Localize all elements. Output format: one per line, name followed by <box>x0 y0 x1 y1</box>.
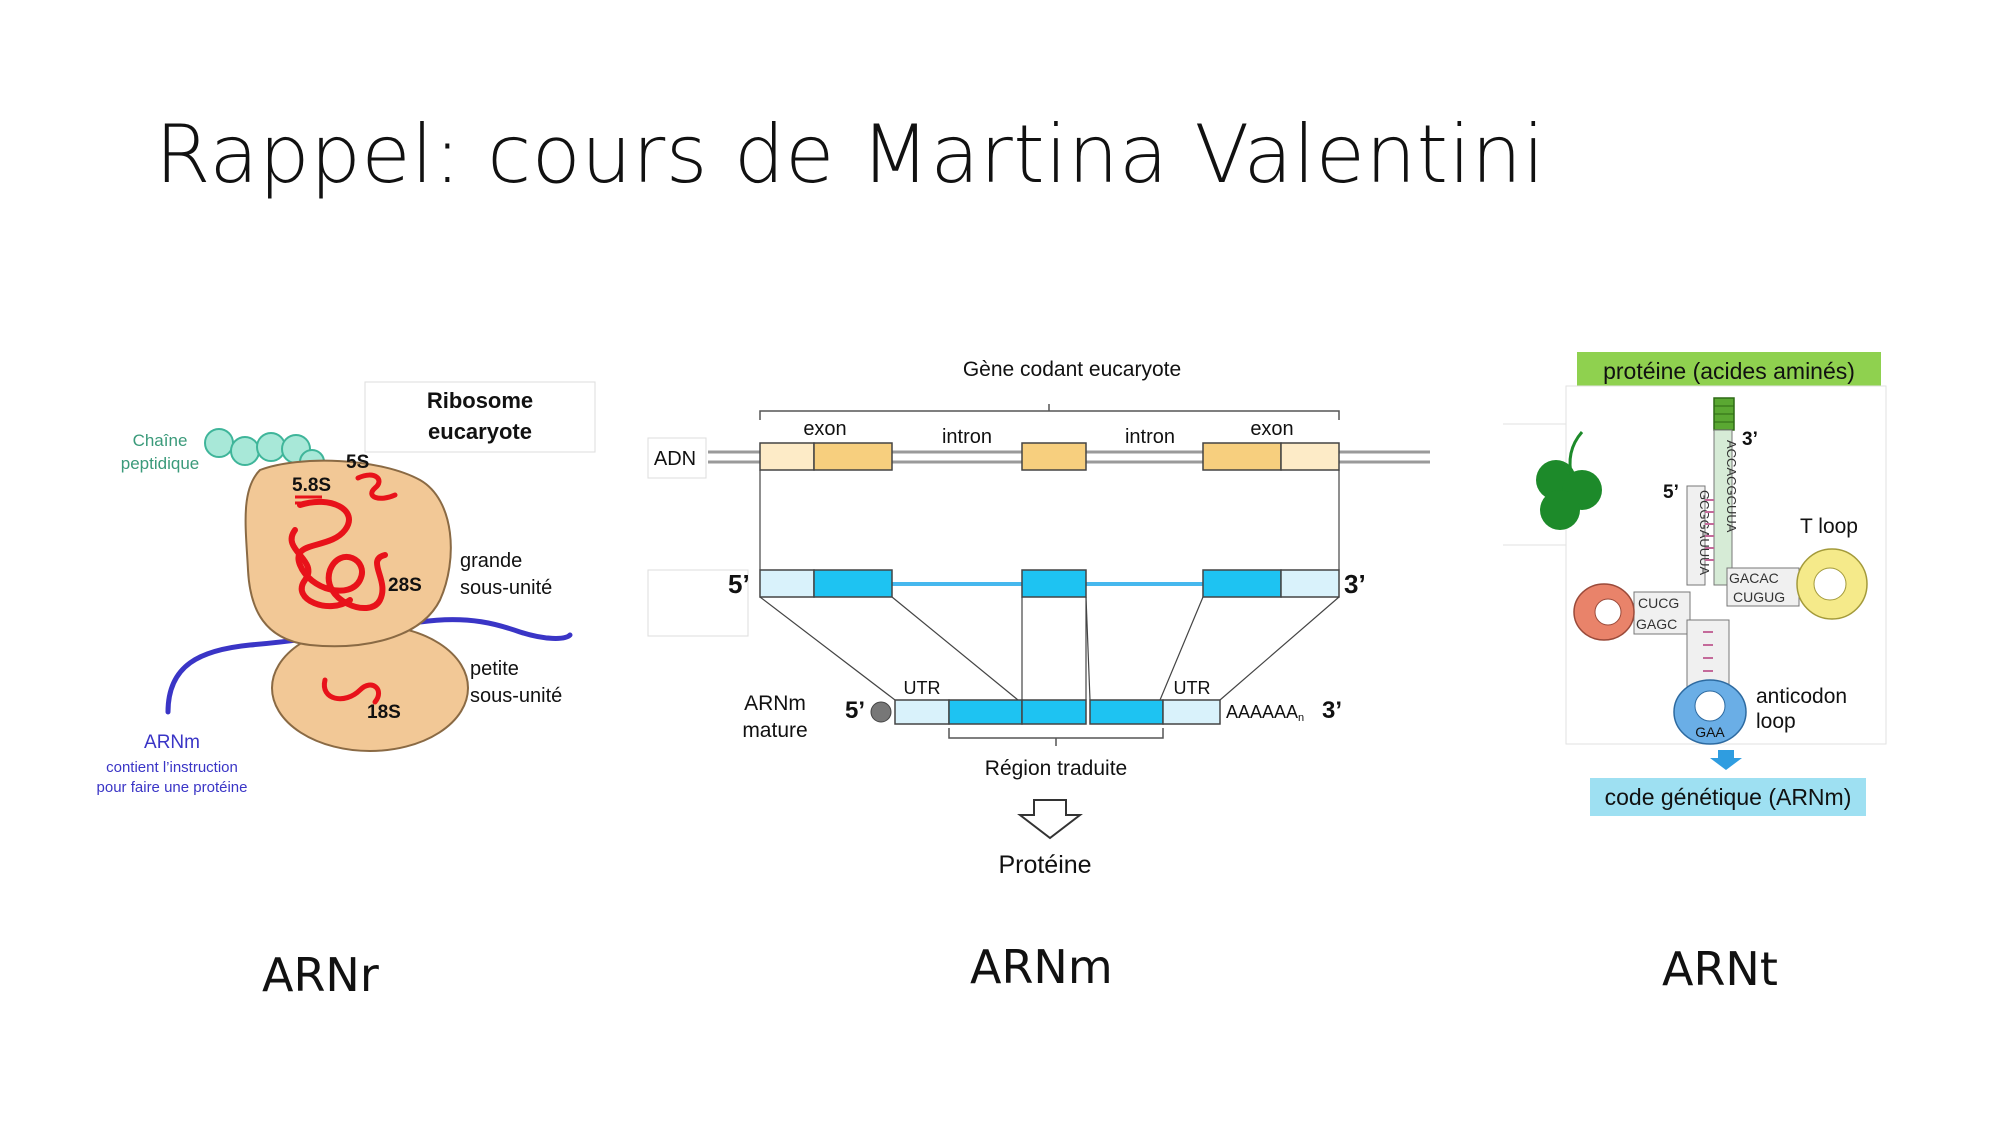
mature-utr-left <box>894 699 950 725</box>
genetic-code-label: code génétique (ARNm) <box>1605 784 1852 810</box>
exon-right-label: exon <box>1250 418 1293 440</box>
label-58s: 5.8S <box>292 475 331 496</box>
caption-arnt: ARNt <box>1662 942 1778 996</box>
peptide-label-line2: peptidique <box>121 454 199 473</box>
label-18s: 18S <box>367 702 401 723</box>
acceptor-seq-left: GCGGAUUUA <box>1697 490 1712 576</box>
d-arm-seq-lower: GAGC <box>1636 616 1677 632</box>
peptide-label-line1: Chaîne <box>133 431 188 450</box>
clover-icon <box>1536 431 1602 530</box>
protein-box <box>1577 352 1881 390</box>
anticodon-label-line1: anticodon <box>1756 685 1847 708</box>
rna-utr-right <box>1280 569 1340 598</box>
d-loop-inner <box>1594 598 1622 626</box>
ribosome-heading-line2: eucaryote <box>428 419 532 444</box>
pre-mrna-five-prime: 5’ <box>728 569 750 599</box>
translated-region-label: Région traduite <box>985 757 1127 780</box>
d-arm-seq: CUCG <box>1638 595 1679 611</box>
intron-1-label: intron <box>942 426 992 448</box>
ribosome-panel: Ribosome eucaryote Chaîne peptidique 5S … <box>97 381 596 796</box>
t-arm-seq: GACAC <box>1729 570 1779 586</box>
mature-three-prime: 3’ <box>1322 697 1342 724</box>
mature-exon-1 <box>948 699 1023 725</box>
mature-label-line1: ARNm <box>744 692 806 715</box>
protein-box-label: protéine (acides aminés) <box>1603 358 1855 384</box>
anticodon-seq: GAA <box>1695 724 1725 740</box>
dna-label-box <box>647 437 707 479</box>
rrna-58s <box>295 495 322 505</box>
trna-three-prime: 3’ <box>1742 429 1758 450</box>
rrna-5s <box>355 472 398 501</box>
peptide-bead <box>230 436 260 466</box>
acceptor-seq-right: ACCACGCUUA <box>1724 440 1739 533</box>
t-loop-inner <box>1813 567 1847 601</box>
pre-mrna-side-box <box>647 569 749 637</box>
base-pairs <box>1703 631 1713 672</box>
mature-exon-2 <box>1021 699 1087 725</box>
dna-utr-right <box>1280 442 1340 471</box>
gene-label: Gène codant eucaryote <box>963 358 1181 381</box>
small-subunit-label-line2: sous-unité <box>470 685 562 707</box>
genetic-code-box <box>1590 778 1866 816</box>
pre-mrna-three-prime: 3’ <box>1344 569 1366 599</box>
mature-five-prime: 5’ <box>845 697 865 724</box>
mrna-desc-line2: pour faire une protéine <box>97 779 248 796</box>
dna-exon-1 <box>813 442 893 471</box>
ribosome-heading-line1: Ribosome <box>427 388 533 413</box>
rrna-28s-b <box>288 527 353 610</box>
exon-left-label: exon <box>803 418 846 440</box>
translated-region-bracket <box>948 728 1164 746</box>
peptide-bead <box>204 428 234 458</box>
trna-five-prime: 5’ <box>1663 482 1679 503</box>
acceptor-stem-right <box>1713 429 1733 586</box>
mature-utr-right <box>1162 699 1221 725</box>
gene-bracket <box>759 404 1340 420</box>
large-subunit-label-line1: grande <box>460 550 522 572</box>
rna-exon-1 <box>813 569 893 598</box>
t-arm-stem <box>1726 567 1800 607</box>
label-28s: 28S <box>388 575 422 596</box>
slide-title: Rappel: cours de Martina Valentini <box>155 108 1546 201</box>
down-arrow-icon <box>1017 799 1083 840</box>
t-loop-label: T loop <box>1800 515 1858 538</box>
anticodon-label-line2: loop <box>1756 710 1796 733</box>
large-subunit <box>244 459 452 648</box>
small-subunit-label-line1: petite <box>470 658 519 680</box>
trna-panel: protéine (acides aminés) 3’ 5’ ACCACGCUU… <box>1503 352 1887 816</box>
mature-exon-3 <box>1089 699 1164 725</box>
five-prime-cap <box>870 701 892 723</box>
rna-utr-left <box>759 569 815 598</box>
anticodon-loop-inner <box>1694 690 1726 722</box>
rrna-18s <box>321 677 382 705</box>
large-subunit-label-line2: sous-unité <box>460 577 552 599</box>
mature-label-line2: mature <box>742 719 807 742</box>
rrna-28s <box>295 498 388 612</box>
caption-arnr: ARNr <box>262 948 379 1002</box>
poly-a-tail: AAAAAAn <box>1226 702 1304 724</box>
d-arm-stem <box>1633 591 1691 635</box>
dna-exon-2 <box>1021 442 1087 471</box>
mrna-label: ARNm <box>144 732 200 753</box>
caption-arnm: ARNm <box>970 940 1113 994</box>
rna-exon-3 <box>1202 569 1282 598</box>
ribosome-heading-box <box>364 381 596 453</box>
mrna-desc-line1: contient l’instruction <box>106 759 238 776</box>
label-5s: 5S <box>346 452 369 473</box>
intron-2-label: intron <box>1125 426 1175 448</box>
peptide-bead <box>256 432 286 462</box>
utr-left-label: UTR <box>904 678 941 698</box>
rna-exon-2 <box>1021 569 1087 598</box>
utr-right-label: UTR <box>1174 678 1211 698</box>
base-pairs <box>1705 499 1714 561</box>
dna-utr-left <box>759 442 815 471</box>
protein-label: Protéine <box>998 851 1091 879</box>
splicing-lines <box>759 596 1340 701</box>
dna-label: ADN <box>654 448 696 470</box>
mrna-panel: Gène codant eucaryote ADN exon intron in… <box>647 358 1430 879</box>
down-arrow-icon <box>1710 750 1742 770</box>
t-arm-seq-lower: CUGUG <box>1733 589 1785 605</box>
dna-exon-3 <box>1202 442 1282 471</box>
peptide-chain <box>204 428 325 475</box>
